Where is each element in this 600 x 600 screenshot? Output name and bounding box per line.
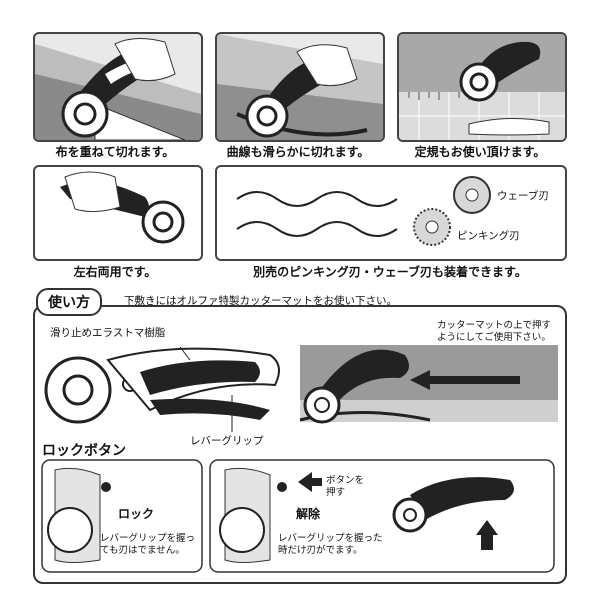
label-lock: ロック xyxy=(118,507,155,521)
blades-illustration xyxy=(236,176,491,246)
panel-layer-cut xyxy=(33,32,203,142)
panel-both-hands xyxy=(33,165,203,261)
caption-blades: 別売のピンキング刃・ウェーブ刃も装着できます。 xyxy=(253,265,527,279)
label-mat-instruction: カッターマットの上で押すようにしてご使用下さい。 xyxy=(437,320,552,343)
label-wave-blade: ウェーブ刃 xyxy=(497,190,549,202)
both-hands-illustration xyxy=(60,171,185,244)
caption-ruler: 定規もお使い頂けます。 xyxy=(414,145,546,159)
usage-note: 下敷きにはオルファ特製カッターマットをお使い下さい。 xyxy=(124,295,397,307)
panel-ruler xyxy=(397,32,567,142)
label-pinking-blade: ピンキング刃 xyxy=(457,230,520,242)
ruler-illustration xyxy=(399,34,565,140)
label-lever-grip: レバーグリップ xyxy=(190,435,264,447)
caption-layer-cut: 布を重ねて切れます。 xyxy=(55,145,175,159)
caption-curve-cut: 曲線も滑らかに切れます。 xyxy=(226,145,370,159)
curve-cut-illustration xyxy=(217,34,383,140)
label-release-desc: レバーグリップを握った時だけ刃がでます。 xyxy=(278,533,383,556)
usage-section xyxy=(33,305,567,584)
label-lock-desc: レバーグリップを握っても刃はでません。 xyxy=(100,533,196,556)
caption-both-hands: 左右両用です。 xyxy=(73,265,157,279)
label-lock-button: ロックボタン xyxy=(42,443,126,459)
usage-title: 使い方 xyxy=(36,288,102,316)
label-release: 解除 xyxy=(296,507,321,521)
layer-cut-illustration xyxy=(35,38,201,140)
panel-blades xyxy=(215,165,567,261)
label-push-button: ボタンを押す xyxy=(326,475,365,498)
panel-curve-cut xyxy=(215,32,385,142)
label-elastomer: 滑り止めエラストマ樹脂 xyxy=(50,327,166,339)
